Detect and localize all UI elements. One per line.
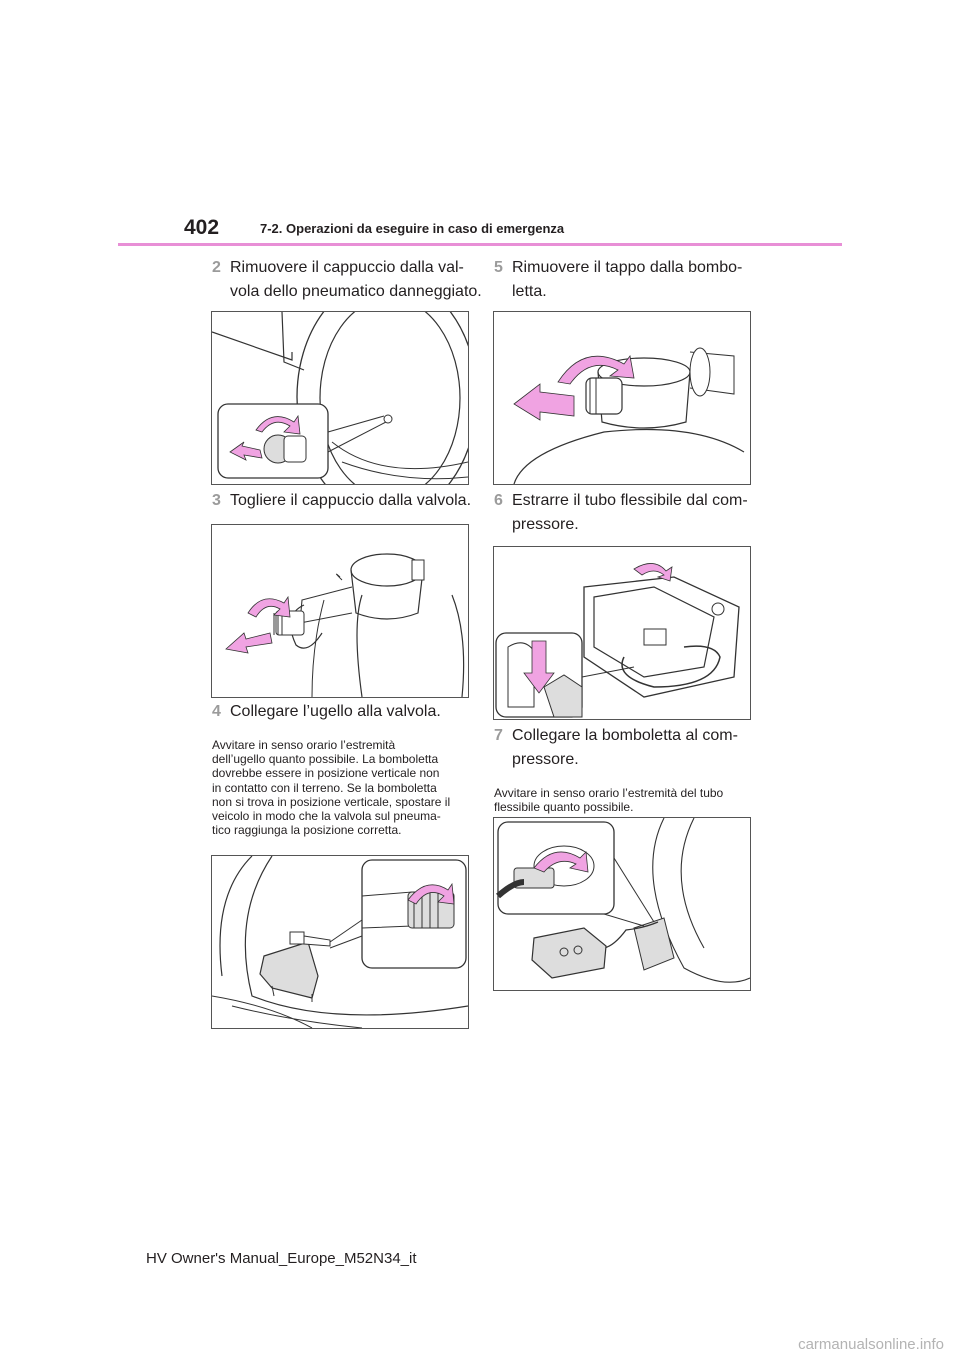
figure-extract-hose [493,546,751,720]
figure-remove-valve-cap-illustration [212,312,468,484]
note-line: in contatto con il terreno. Se la bombol… [212,780,437,795]
figure-remove-bottle-cap [493,311,751,485]
step-3: 3 Togliere il cappuccio dalla valvola. [212,489,471,513]
header-rule [118,243,842,246]
step-text: Collegare l’ugello alla valvola. [230,703,441,720]
figure-connect-nozzle-illustration [212,856,468,1028]
watermark[interactable]: carmanualsonline.info [798,1336,944,1353]
figure-valve-cap-removal [211,524,469,698]
step-2-line-2: vola dello pneumatico danneggiato. [230,283,482,300]
step-text: Rimuovere il tappo dalla bombo- [512,259,743,276]
figure-valve-cap-removal-illustration [225,553,465,697]
note-line: flessibile quanto possibile. [494,800,634,815]
figure-remove-bottle-cap-illustration [513,347,745,484]
step-text: Estrarre il tubo flessibile dal com- [512,492,748,509]
note-line: non si trova in posizione verticale, spo… [212,794,451,809]
step-number: 7 [494,727,503,744]
step-5-line-2: letta. [512,283,547,300]
figure-connect-bottle-compressor [493,817,751,991]
step-number: 4 [212,703,221,720]
step-7: 7 Collegare la bomboletta al com- [494,724,738,748]
step-6: 6 Estrarre il tubo flessibile dal com- [494,489,748,513]
step-text: Rimuovere il cappuccio dalla val- [230,259,464,276]
step-text: Togliere il cappuccio dalla valvola. [230,492,472,509]
footer-manual-id: HV Owner's Manual_Europe_M52N34_it [146,1250,417,1267]
note-line: dovrebbe essere in posizione verticale n… [212,766,440,781]
step-2: 2 Rimuovere il cappuccio dalla val- [212,256,464,280]
step-text: Collegare la bomboletta al com- [512,727,738,744]
step-7-note: Avvitare in senso orario l’estremità del… [494,786,752,814]
step-5: 5 Rimuovere il tappo dalla bombo- [494,256,742,280]
watermark-bar [0,1330,960,1358]
page-number: 402 [184,216,220,239]
figure-extract-hose-illustration [495,563,740,718]
note-line: Avvitare in senso orario l’estremità del… [494,786,724,800]
step-number: 3 [212,492,221,509]
step-4-note: Avvitare in senso orario l’estremità del… [212,738,470,837]
step-number: 2 [212,259,221,276]
step-7-line-2: pressore. [512,751,579,768]
note-line: tico raggiunga la posizione corretta. [212,823,402,838]
note-line: veicolo in modo che la valvola sul pneum… [212,809,441,824]
section-title: 7-2. Operazioni da eseguire in caso di e… [260,221,565,236]
step-number: 5 [494,259,503,276]
note-line: dell’ugello quanto possibile. La bombole… [212,752,439,767]
figure-connect-bottle-compressor-illustration [496,818,750,983]
note-line: Avvitare in senso orario l’estremità [212,738,396,752]
figure-connect-nozzle [211,855,469,1029]
figure-remove-valve-cap [211,311,469,485]
step-4: 4 Collegare l’ugello alla valvola. [212,700,441,724]
step-number: 6 [494,492,503,509]
step-6-line-2: pressore. [512,516,579,533]
